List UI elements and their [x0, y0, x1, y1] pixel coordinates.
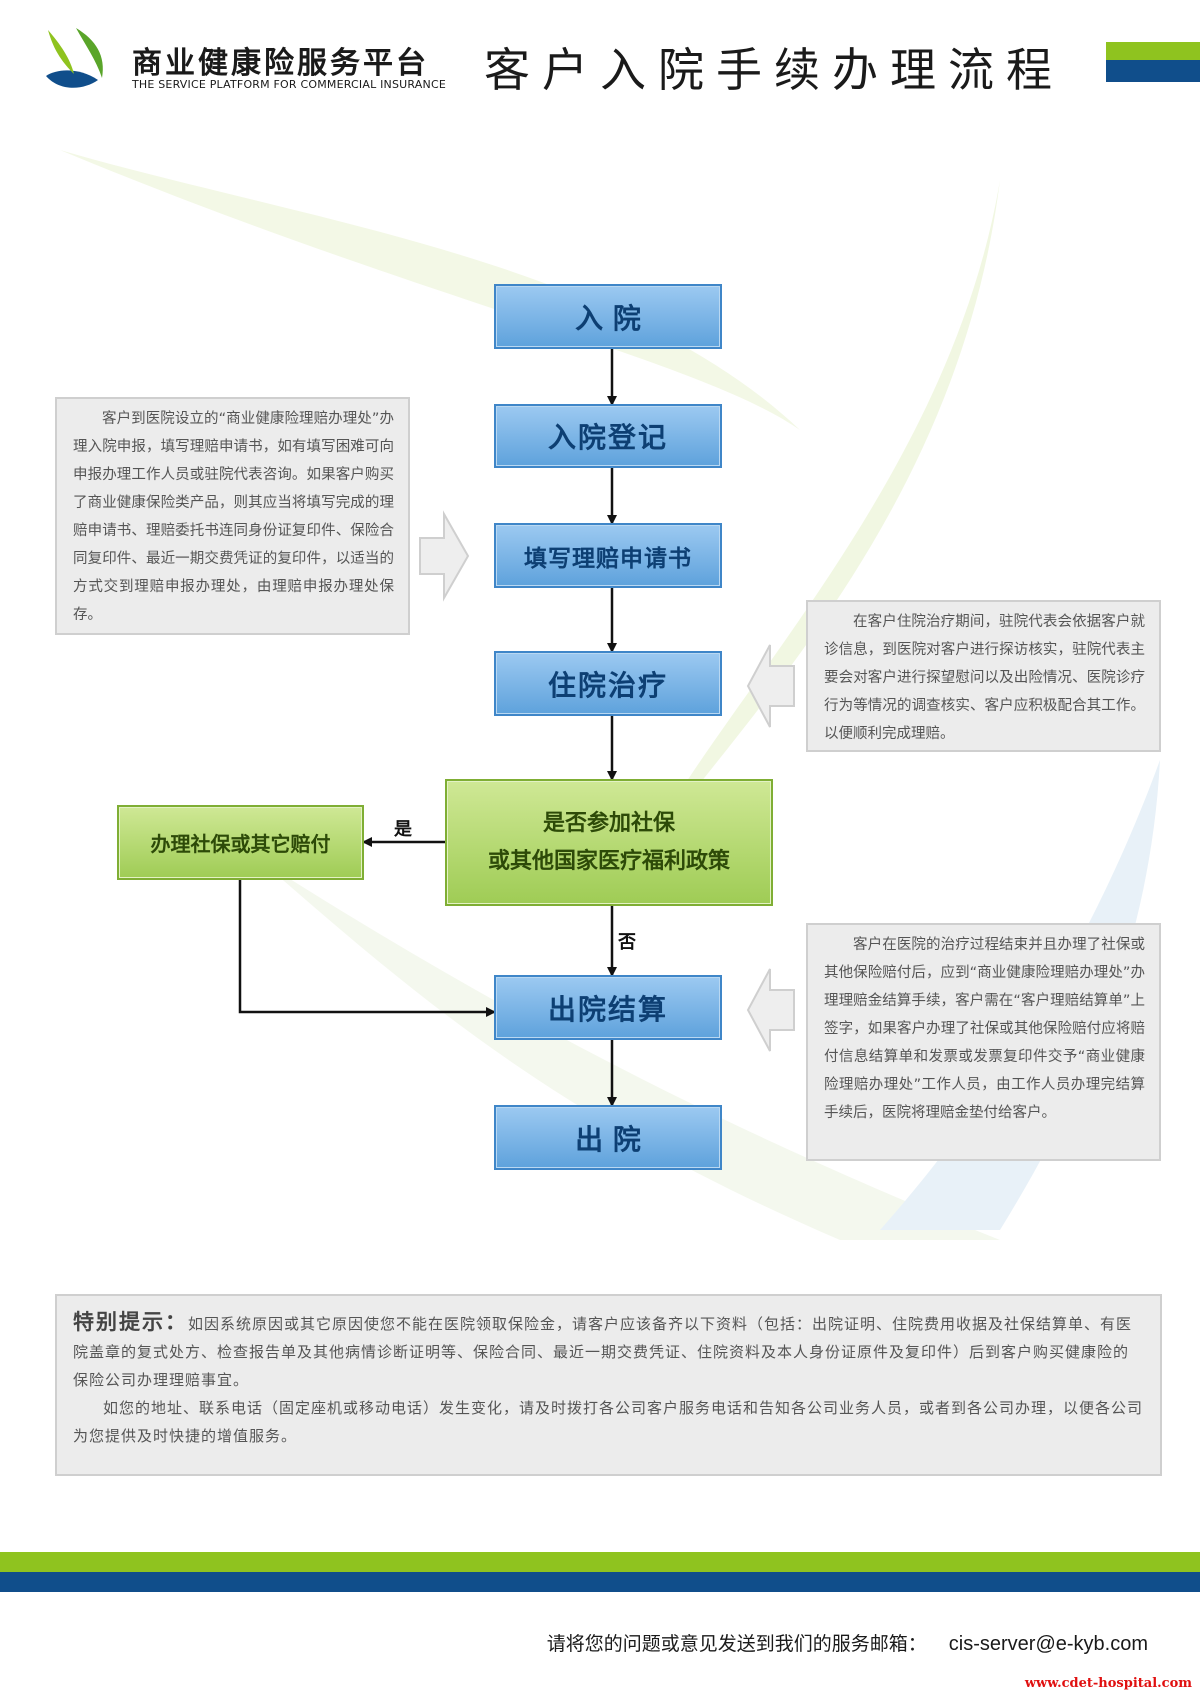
note-hospital-visit: 在客户住院治疗期间，驻院代表会依据客户就诊信息，到医院对客户进行探访核实，驻院代… — [806, 600, 1161, 752]
contact-email-link[interactable]: cis-server@e-kyb.com — [948, 1633, 1148, 1655]
contact-text: 请将您的问题或意见发送到我们的服务邮箱： — [546, 1633, 927, 1655]
step-decision: 是否参加社保 或其他国家医疗福利政策 — [445, 779, 773, 906]
step-treatment: 住院治疗 — [494, 651, 722, 716]
header-accent-green — [1106, 42, 1200, 60]
step-claim-form: 填写理赔申请书 — [494, 523, 722, 588]
arrow-social-settlement — [238, 880, 496, 1017]
step-admit: 入 院 — [494, 284, 722, 349]
right-bottom-note-pointer — [746, 968, 795, 1052]
step-register: 入院登记 — [494, 404, 722, 468]
tip-paragraph-2: 如您的地址、联系电话（固定座机或移动电话）发生变化，请及时拨打各公司客户服务电话… — [73, 1399, 1144, 1445]
contact-line: 请将您的问题或意见发送到我们的服务邮箱： cis-server@e-kyb.com — [547, 1629, 1148, 1656]
step-settlement: 出院结算 — [494, 975, 722, 1040]
note-settlement: 客户在医院的治疗过程结束并且办理了社保或其他保险赔付后，应到“商业健康险理赔办理… — [806, 923, 1161, 1161]
brand-tagline: THE SERVICE PLATFORM FOR COMMERCIAL INSU… — [132, 78, 446, 91]
tip-paragraph-1: 如因系统原因或其它原因使您不能在医院领取保险金，请客户应该备齐以下资料（包括：出… — [73, 1315, 1133, 1389]
no-label: 否 — [618, 932, 636, 953]
yes-label: 是 — [394, 819, 412, 840]
footer-accent-green — [0, 1552, 1200, 1572]
watermark-text: www.cdet-hospital.com — [1024, 1676, 1192, 1691]
right-top-note-pointer — [746, 644, 795, 728]
footer-accent-blue — [0, 1572, 1200, 1592]
header-accent-blue — [1106, 60, 1200, 82]
note-admission-claim: 客户到医院设立的“商业健康险理赔办理处”办理入院申报，填写理赔申请书，如有填写困… — [55, 397, 410, 635]
brand-logo-icon — [46, 28, 103, 88]
step-social-claim: 办理社保或其它赔付 — [117, 805, 364, 880]
page-title: 客户入院手续办理流程 — [484, 43, 1064, 97]
decision-line-2: 或其他国家医疗福利政策 — [487, 848, 730, 874]
step-discharge: 出 院 — [494, 1105, 722, 1170]
decision-line-1: 是否参加社保 — [542, 810, 675, 836]
special-tip-box: 特别提示：如因系统原因或其它原因使您不能在医院领取保险金，请客户应该备齐以下资料… — [55, 1294, 1162, 1476]
tip-heading: 特别提示： — [73, 1310, 188, 1334]
left-note-pointer — [419, 510, 470, 602]
brand-name: 商业健康险服务平台 — [132, 46, 429, 81]
